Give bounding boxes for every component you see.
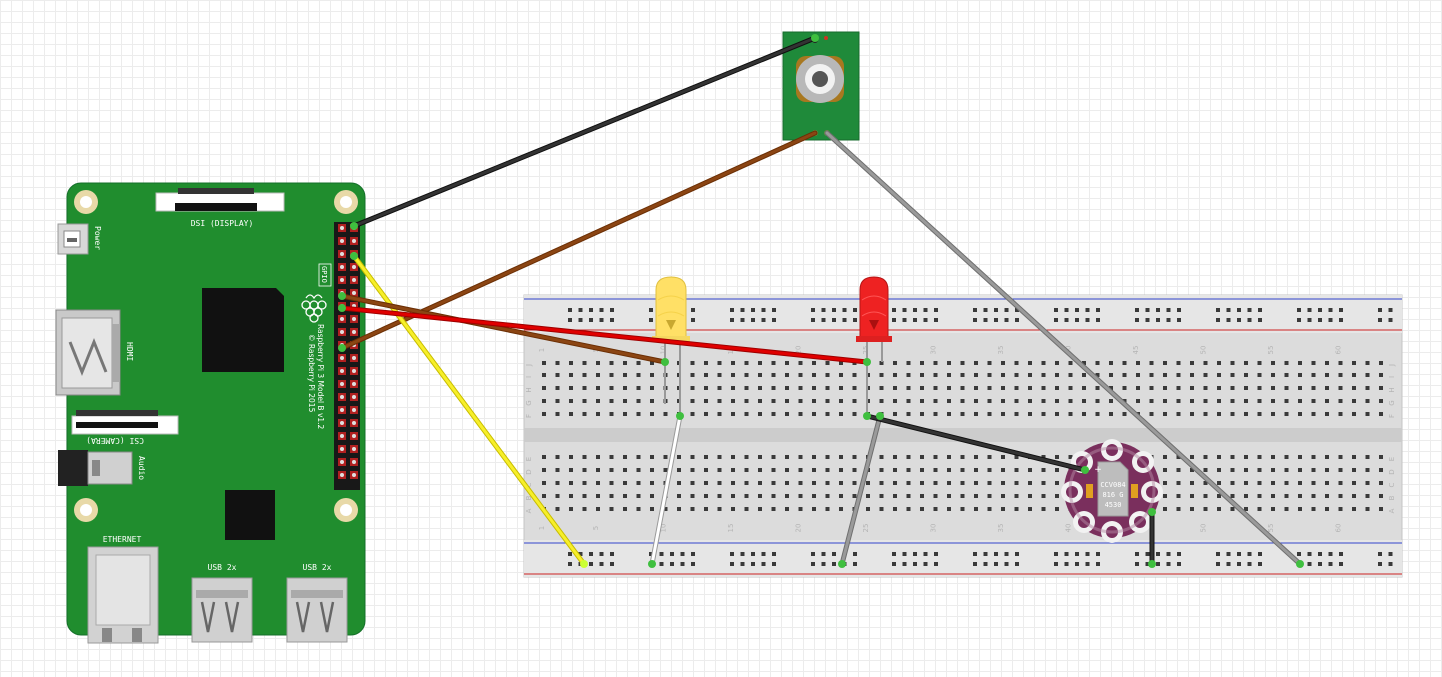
dsi-connector (155, 188, 285, 212)
temperature-sensor: CCV084 816 G 4530 + − (1061, 439, 1163, 543)
mounting-holes (74, 190, 358, 522)
power-label: Power (93, 226, 102, 250)
column-number: 1 (538, 526, 546, 530)
yellow-led (652, 276, 690, 416)
hdmi-connector (55, 309, 121, 396)
row-letter: J (1388, 364, 1396, 367)
row-letter: A (525, 508, 533, 513)
ethernet-label: ETHERNET (103, 535, 142, 544)
column-number: 35 (997, 346, 1005, 355)
row-letter: A (1388, 508, 1396, 513)
column-number: 50 (1200, 346, 1208, 355)
raspberry-logo-icon (301, 294, 327, 323)
row-letter: B (525, 495, 533, 500)
row-letter: H (525, 387, 533, 392)
row-letter: C (525, 482, 533, 487)
column-number: 40 (1065, 524, 1073, 533)
row-letter: I (1388, 376, 1396, 378)
plus-label: + (1094, 465, 1102, 475)
wire-endpoints (338, 34, 1304, 568)
hdmi-label: HDMI (125, 342, 134, 361)
chip-line1: CCV084 (1100, 481, 1125, 489)
chip-line3: 4530 (1105, 501, 1122, 509)
model-label: Raspberry Pi 3 Model B v1.2 (316, 324, 325, 430)
row-letter: J (525, 364, 533, 367)
column-number: 45 (1132, 346, 1140, 355)
column-number: 55 (1267, 346, 1275, 355)
audio-jack (58, 450, 133, 486)
row-letter: B (1388, 495, 1396, 500)
column-number: 25 (862, 524, 870, 533)
row-letter: F (1388, 414, 1396, 418)
dsi-label: DSI (DISPLAY) (191, 219, 254, 228)
row-letter: D (525, 469, 533, 474)
chip-line2: 816 G (1102, 491, 1123, 499)
power-connector (57, 223, 89, 255)
column-number: 30 (930, 524, 938, 533)
red-led (856, 276, 892, 416)
copyright-label: © Raspberry Pi 2015 (307, 334, 316, 413)
row-letter: H (1388, 387, 1396, 392)
breadboard-holes (542, 308, 1393, 566)
column-number: 60 (1335, 524, 1343, 533)
raspberry-pi-board: DSI (DISPLAY) Power HDMI Raspberry Pi 3 … (55, 182, 366, 644)
column-number: 10 (660, 346, 668, 355)
usb1-label: USB 2x (208, 563, 237, 572)
gpio-header (334, 222, 360, 490)
usb-controller-chip (225, 490, 275, 540)
column-number: 50 (1200, 524, 1208, 533)
usb-port-1 (191, 577, 253, 643)
wires (339, 35, 1303, 567)
pir-lens-icon (812, 71, 828, 87)
pir-sensor-module (782, 31, 860, 141)
column-number: 35 (997, 524, 1005, 533)
column-number: 15 (727, 524, 735, 533)
csi-connector (71, 410, 179, 435)
minus-label: − (1132, 510, 1140, 521)
ethernet-port (87, 546, 159, 644)
column-number: 10 (660, 524, 668, 533)
row-letter: G (1388, 400, 1396, 405)
usb2-label: USB 2x (303, 563, 332, 572)
row-letter: E (1388, 457, 1396, 461)
column-number: 20 (795, 346, 803, 355)
column-number: 60 (1335, 346, 1343, 355)
row-letter: C (1388, 482, 1396, 487)
row-letter: F (525, 414, 533, 418)
csi-label: CSI (CAMERA) (86, 436, 144, 445)
column-number: 20 (795, 524, 803, 533)
cpu-chip (202, 288, 284, 372)
row-letter: D (1388, 469, 1396, 474)
column-number: 1 (538, 348, 546, 352)
row-letter: I (525, 376, 533, 378)
column-number: 30 (930, 346, 938, 355)
gpio-label: GPIO (320, 266, 328, 283)
column-number: 55 (1267, 524, 1275, 533)
breadboard-row-letters: J J I I H H G G F F E E D D C C B B A A (525, 364, 1396, 513)
row-letter: G (525, 400, 533, 405)
usb-port-2 (286, 577, 348, 643)
row-letter: E (525, 457, 533, 461)
column-number: 5 (592, 526, 600, 530)
audio-label: Audio (137, 456, 146, 480)
